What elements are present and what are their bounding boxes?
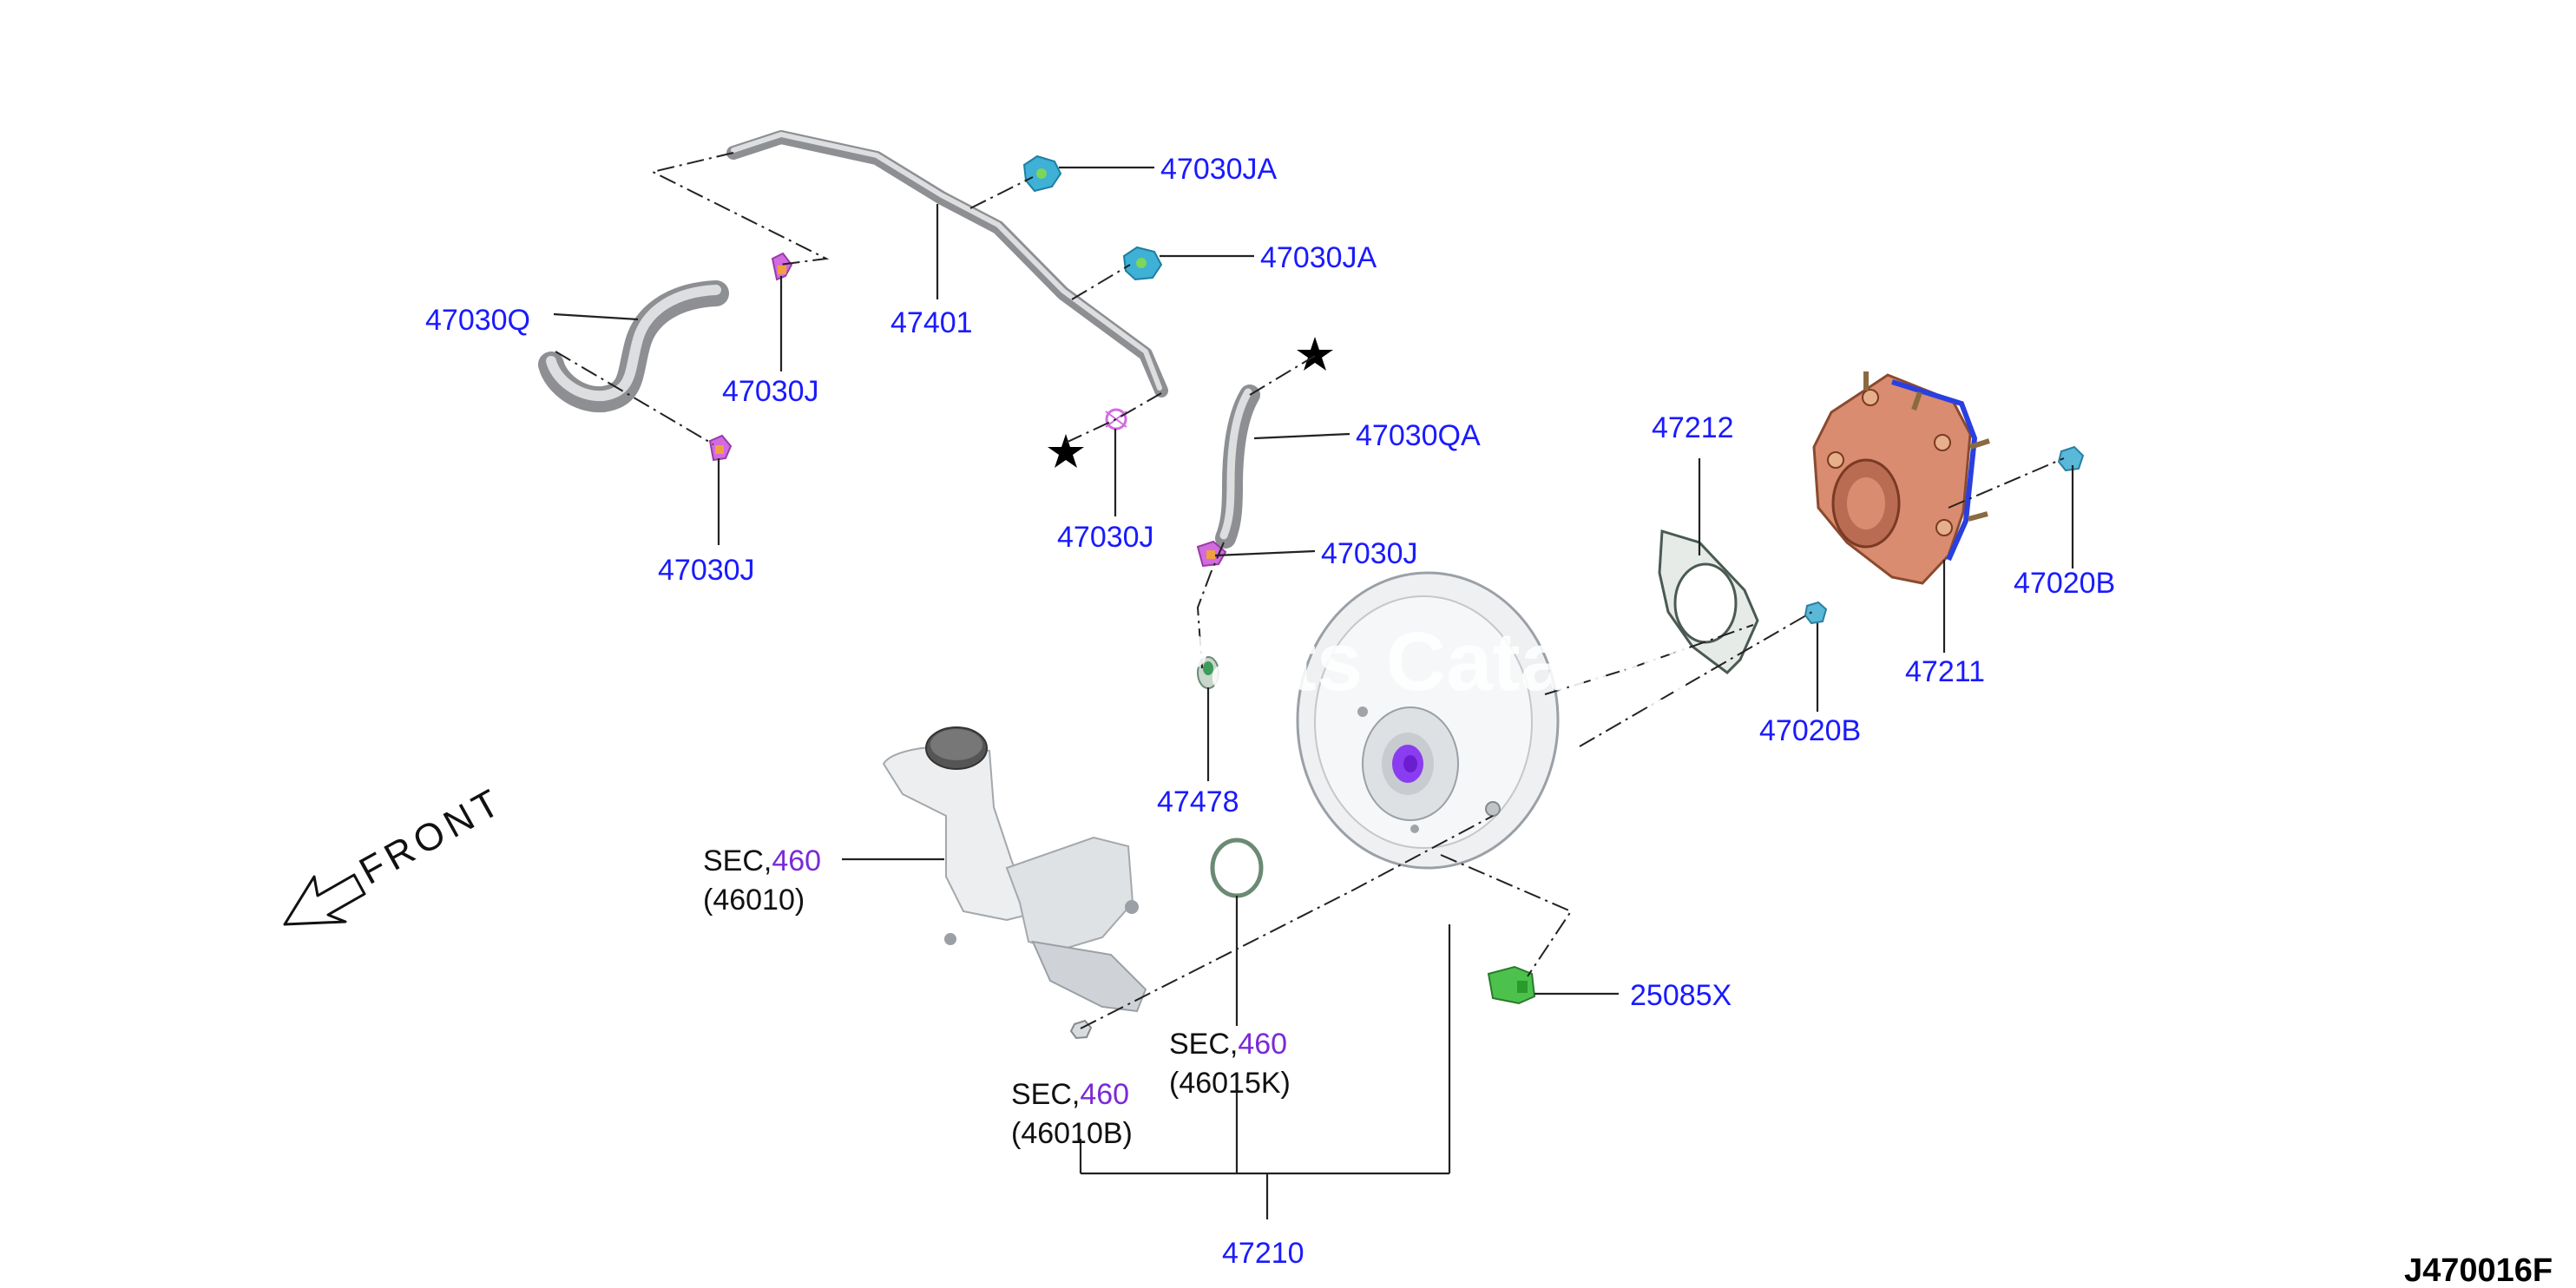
hose-clip-47030J-right[interactable] [1196,540,1227,568]
sec-part: (46010) [703,884,805,917]
leader-lines [553,166,2074,1219]
hose-clip-47030J-left[interactable] [708,434,733,462]
front-arrow-icon [283,873,366,926]
label-47030J-right[interactable]: 47030J [1321,537,1418,570]
front-label: FRONT [352,779,511,893]
sec-prefix: SEC, [1011,1078,1080,1111]
label-47030QA[interactable]: 47030QA [1356,419,1481,452]
svg-text:SEC,460: SEC,460 [703,844,821,877]
label-47030J-left[interactable]: 47030J [658,554,755,587]
label-25085X[interactable]: 25085X [1630,979,1732,1012]
label-47020B-center[interactable]: 47020B [1759,714,1861,747]
sec-part: (46010B) [1011,1117,1133,1150]
sec-ref-46015K[interactable]: SEC,460 (46015K) [1169,1028,1291,1100]
booster-housing-47211[interactable] [1812,371,1990,585]
front-direction-indicator: FRONT [283,779,511,926]
hose-clip-47030J-upper[interactable] [771,252,793,281]
sec-number: 460 [1080,1078,1129,1111]
diagram-reference-code: J470016F [2404,1252,2553,1288]
label-47401[interactable]: 47401 [890,306,973,339]
vacuum-hose-47030QA[interactable] [1215,384,1260,549]
gasket-47212[interactable] [1658,529,1759,674]
label-47210[interactable]: 47210 [1222,1237,1304,1270]
sec-number: 460 [1238,1028,1287,1061]
label-47030Q[interactable]: 47030Q [425,304,530,337]
grommet-47030JA-upper[interactable] [1022,154,1062,193]
sec-ref-46010[interactable]: SEC,460 (46010) [703,844,821,917]
label-47030J-center[interactable]: 47030J [1057,521,1154,554]
nut-46010B[interactable] [1069,1019,1093,1040]
label-47211[interactable]: 47211 [1905,655,1985,688]
assembly-lines [555,152,2065,1029]
vacuum-hose-47030Q[interactable] [538,280,729,413]
sec-prefix: SEC, [703,844,772,877]
vacuum-sensor-25085X[interactable] [1487,965,1536,1005]
sec-prefix: SEC, [1169,1028,1238,1061]
sec-ref-46010B[interactable]: SEC,460 (46010B) [1011,1078,1133,1150]
brake-booster-47210[interactable] [1296,571,1560,870]
svg-text:SEC,460: SEC,460 [1011,1078,1129,1111]
label-47212[interactable]: 47212 [1652,411,1734,444]
nut-47020B-right[interactable] [2057,445,2085,472]
connection-star-left [1048,434,1084,468]
svg-text:SEC,460: SEC,460 [1169,1028,1287,1061]
grommet-47030JA-lower[interactable] [1122,246,1163,281]
label-47020B-right[interactable]: 47020B [2014,567,2115,600]
nut-47020B-center[interactable] [1804,601,1828,625]
sec-number: 460 [772,844,821,877]
label-47478[interactable]: 47478 [1157,785,1239,818]
watermark: Parts Catalog [1154,615,1692,708]
connection-star-right [1297,337,1333,371]
label-47030J-upper[interactable]: 47030J [722,375,819,408]
sec-part: (46015K) [1169,1067,1291,1100]
o-ring-46015K[interactable] [1210,838,1264,898]
master-cylinder-46010[interactable] [882,726,1147,1013]
label-47030JA-upper[interactable]: 47030JA [1160,153,1278,186]
label-47030JA-lower[interactable]: 47030JA [1260,241,1377,274]
vacuum-pipe-47401[interactable] [726,130,1168,398]
